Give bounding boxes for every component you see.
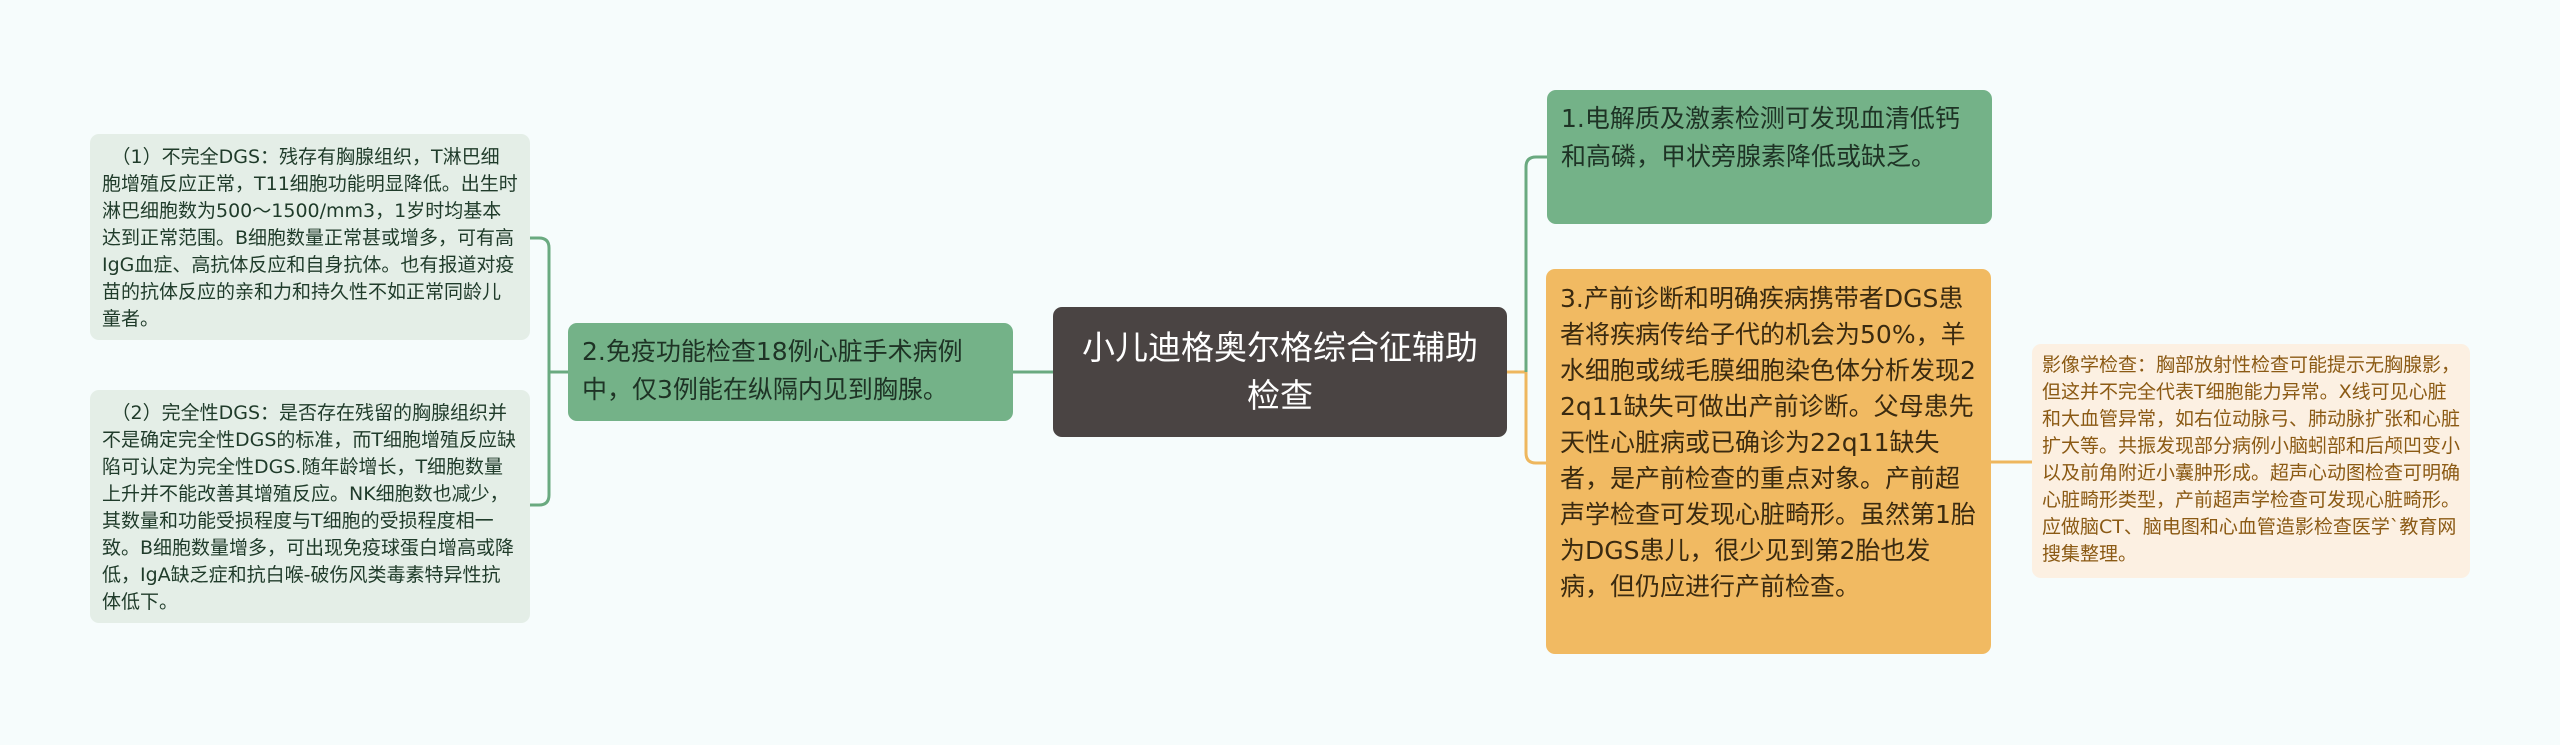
central-topic-title: 小儿迪格奥尔格综合征辅助检查 bbox=[1082, 328, 1478, 415]
leaf-incomplete-dgs-text: （1）不完全DGS：残存有胸腺组织，T淋巴细胞增殖反应正常，T11细胞功能明显降… bbox=[102, 146, 518, 330]
branch-electrolyte-hormone[interactable]: 1.电解质及激素检测可发现血清低钙和高磷，甲状旁腺素降低或缺乏。 bbox=[1547, 90, 1992, 224]
leaf-imaging-exam[interactable]: 影像学检查：胸部放射性检查可能提示无胸腺影，但这并不完全代表T细胞能力异常。X线… bbox=[2032, 344, 2470, 578]
leaf-imaging-exam-text: 影像学检查：胸部放射性检查可能提示无胸腺影，但这并不完全代表T细胞能力异常。X线… bbox=[2042, 354, 2461, 565]
branch-prenatal-diagnosis-text: 3.产前诊断和明确疾病携带者DGS患者将疾病传给子代的机会为50%，羊水细胞或绒… bbox=[1560, 284, 1976, 601]
branch-immune-function[interactable]: 2.免疫功能检查18例心脏手术病例中，仅3例能在纵隔内见到胸腺。 bbox=[568, 323, 1013, 421]
leaf-complete-dgs-text: （2）完全性DGS：是否存在残留的胸腺组织并不是确定完全性DGS的标准，而T细胞… bbox=[102, 402, 517, 613]
branch-prenatal-diagnosis[interactable]: 3.产前诊断和明确疾病携带者DGS患者将疾病传给子代的机会为50%，羊水细胞或绒… bbox=[1546, 269, 1991, 654]
branch-electrolyte-hormone-text: 1.电解质及激素检测可发现血清低钙和高磷，甲状旁腺素降低或缺乏。 bbox=[1561, 104, 1960, 171]
leaf-complete-dgs[interactable]: （2）完全性DGS：是否存在残留的胸腺组织并不是确定完全性DGS的标准，而T细胞… bbox=[90, 390, 530, 623]
branch-immune-function-text: 2.免疫功能检查18例心脏手术病例中，仅3例能在纵隔内见到胸腺。 bbox=[582, 337, 963, 404]
leaf-incomplete-dgs[interactable]: （1）不完全DGS：残存有胸腺组织，T淋巴细胞增殖反应正常，T11细胞功能明显降… bbox=[90, 134, 530, 340]
central-topic[interactable]: 小儿迪格奥尔格综合征辅助检查 bbox=[1053, 307, 1507, 437]
